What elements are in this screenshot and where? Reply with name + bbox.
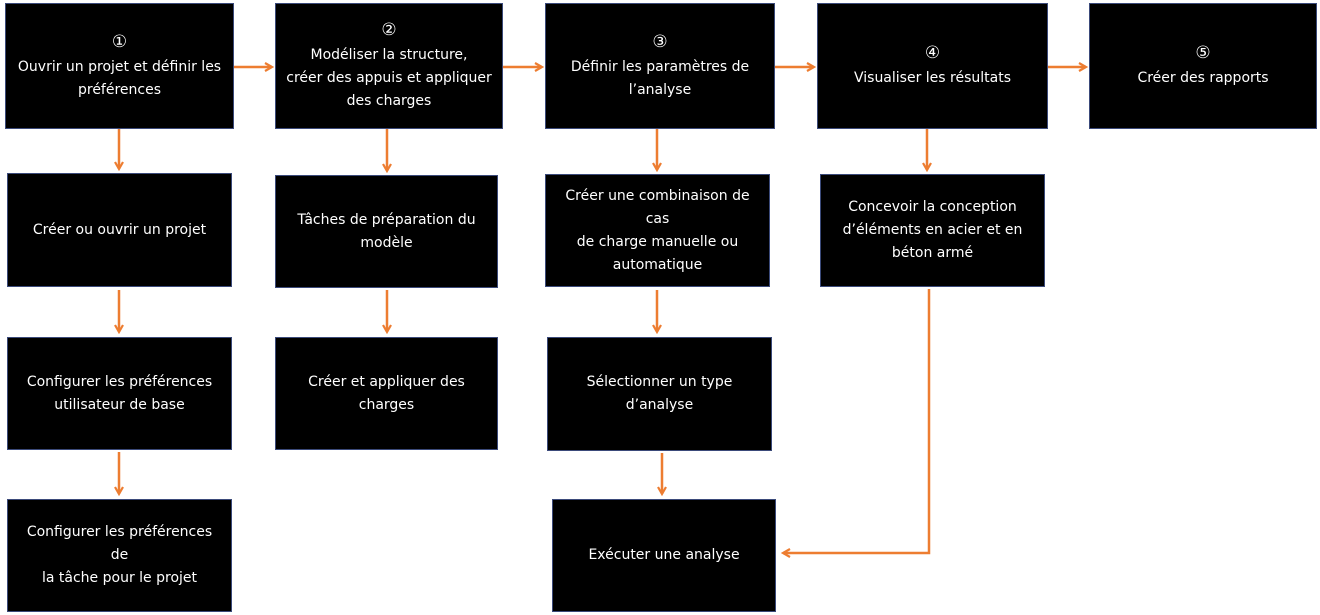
- step-3-box: ③ Définir les paramètres de l’analyse: [545, 3, 775, 129]
- step-5-box: ⑤ Créer des rapports: [1089, 3, 1317, 129]
- substep-model-preparation: Tâches de préparation du modèle: [275, 175, 498, 288]
- step-5-label: Créer des rapports: [1137, 70, 1269, 86]
- substep-create-apply-loads: Créer et appliquer des charges: [275, 337, 498, 450]
- substep-label: Concevoir la conception d’éléments en ac…: [842, 199, 1023, 261]
- substep-label: Créer une combinaison de cas de charge m…: [565, 187, 750, 273]
- substep-user-preferences: Configurer les préférences utilisateur d…: [7, 337, 232, 450]
- substep-create-open-project: Créer ou ouvrir un projet: [7, 173, 232, 287]
- substep-label: Configurer les préférences de la tâche p…: [26, 524, 213, 586]
- substep-label: Créer et appliquer des charges: [308, 373, 465, 413]
- substep-task-preferences: Configurer les préférences de la tâche p…: [7, 499, 232, 612]
- step-4-label: Visualiser les résultats: [853, 70, 1011, 86]
- substep-label: Sélectionner un type d’analyse: [586, 374, 733, 413]
- step-4-box: ④ Visualiser les résultats: [817, 3, 1048, 129]
- substep-label: Créer ou ouvrir un projet: [32, 221, 207, 238]
- step-2-box: ② Modéliser la structure, créer des appu…: [275, 3, 503, 129]
- substep-select-analysis-type: Sélectionner un type d’analyse: [547, 337, 772, 451]
- substep-label: Tâches de préparation du modèle: [297, 211, 476, 251]
- step-3-label: Définir les paramètres de l’analyse: [570, 58, 750, 98]
- substep-label: Exécuter une analyse: [588, 547, 740, 563]
- substep-load-combination: Créer une combinaison de cas de charge m…: [545, 174, 770, 287]
- step-3-number: ③: [652, 31, 668, 52]
- substep-label: Configurer les préférences utilisateur d…: [26, 373, 213, 413]
- step-2-number: ②: [381, 20, 397, 40]
- step-2-label: Modéliser la structure, créer des appuis…: [286, 47, 492, 109]
- step-5-number: ⑤: [1195, 43, 1211, 63]
- step-1-label: Ouvrir un projet et définir les préféren…: [17, 58, 222, 98]
- substep-run-analysis: Exécuter une analyse: [552, 499, 776, 612]
- step-1-number: ①: [111, 31, 128, 52]
- step-4-number: ④: [924, 43, 941, 63]
- step-1-box: ① Ouvrir un projet et définir les préfér…: [5, 3, 234, 129]
- substep-steel-concrete-design: Concevoir la conception d’éléments en ac…: [820, 174, 1045, 287]
- arrow-s4a-to-s3c: [783, 289, 931, 553]
